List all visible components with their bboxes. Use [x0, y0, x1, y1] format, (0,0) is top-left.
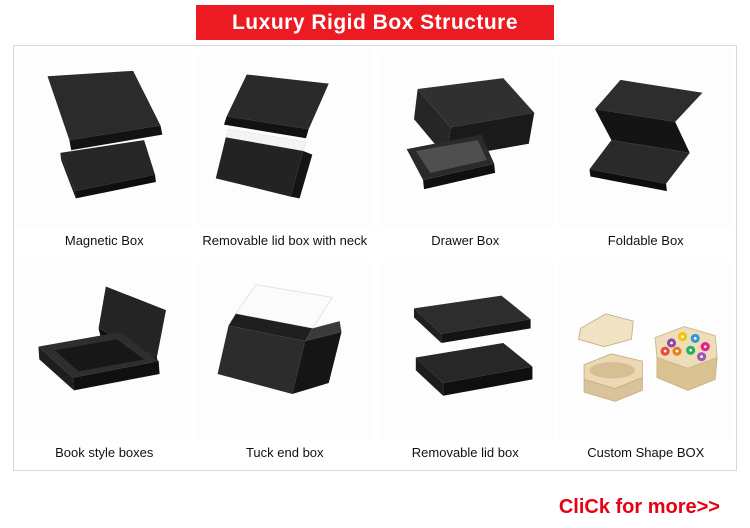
product-grid: Magnetic Box Removable lid box with neck	[13, 45, 737, 471]
product-label: Custom Shape BOX	[587, 445, 705, 461]
product-cell-custom-shape-box: Custom Shape BOX	[556, 258, 737, 470]
magnetic-box-image	[17, 50, 192, 229]
product-label: Book style boxes	[55, 445, 154, 461]
custom-shape-box-icon	[577, 312, 718, 402]
product-label: Removable lid box with neck	[202, 233, 368, 249]
removable-lid-box-image	[378, 262, 553, 441]
product-label: Magnetic Box	[64, 233, 144, 249]
tuck-end-box-image	[197, 262, 372, 441]
magnetic-box-icon	[47, 70, 163, 198]
product-cell-tuck-end-box: Tuck end box	[195, 258, 376, 470]
removable-lid-neck-icon	[215, 74, 329, 198]
page-title-text: Luxury Rigid Box Structure	[231, 10, 519, 34]
product-cell-magnetic-box: Magnetic Box	[14, 46, 195, 258]
book-style-box-icon	[38, 286, 167, 390]
page-title: Luxury Rigid Box Structure	[196, 5, 554, 40]
drawer-box-icon	[406, 77, 535, 189]
product-cell-drawer-box: Drawer Box	[375, 46, 556, 258]
product-cell-removable-lid-neck: Removable lid box with neck	[195, 46, 376, 258]
custom-shape-box-image	[558, 262, 733, 441]
tuck-end-box-icon	[217, 283, 342, 394]
product-cell-book-style-box: Book style boxes	[14, 258, 195, 470]
product-label: Removable lid box	[411, 445, 519, 461]
foldable-box-image	[558, 50, 733, 229]
removable-lid-box-icon	[414, 295, 533, 396]
drawer-box-image	[378, 50, 553, 229]
product-label: Tuck end box	[245, 445, 324, 461]
click-for-more-link[interactable]: CliCk for more>>	[558, 496, 720, 518]
product-label: Drawer Box	[431, 233, 500, 249]
removable-lid-neck-image	[197, 50, 372, 229]
product-cell-foldable-box: Foldable Box	[556, 46, 737, 258]
foldable-box-icon	[589, 79, 703, 191]
product-label: Foldable Box	[607, 233, 684, 249]
product-cell-removable-lid-box: Removable lid box	[375, 258, 556, 470]
book-style-box-image	[17, 262, 192, 441]
